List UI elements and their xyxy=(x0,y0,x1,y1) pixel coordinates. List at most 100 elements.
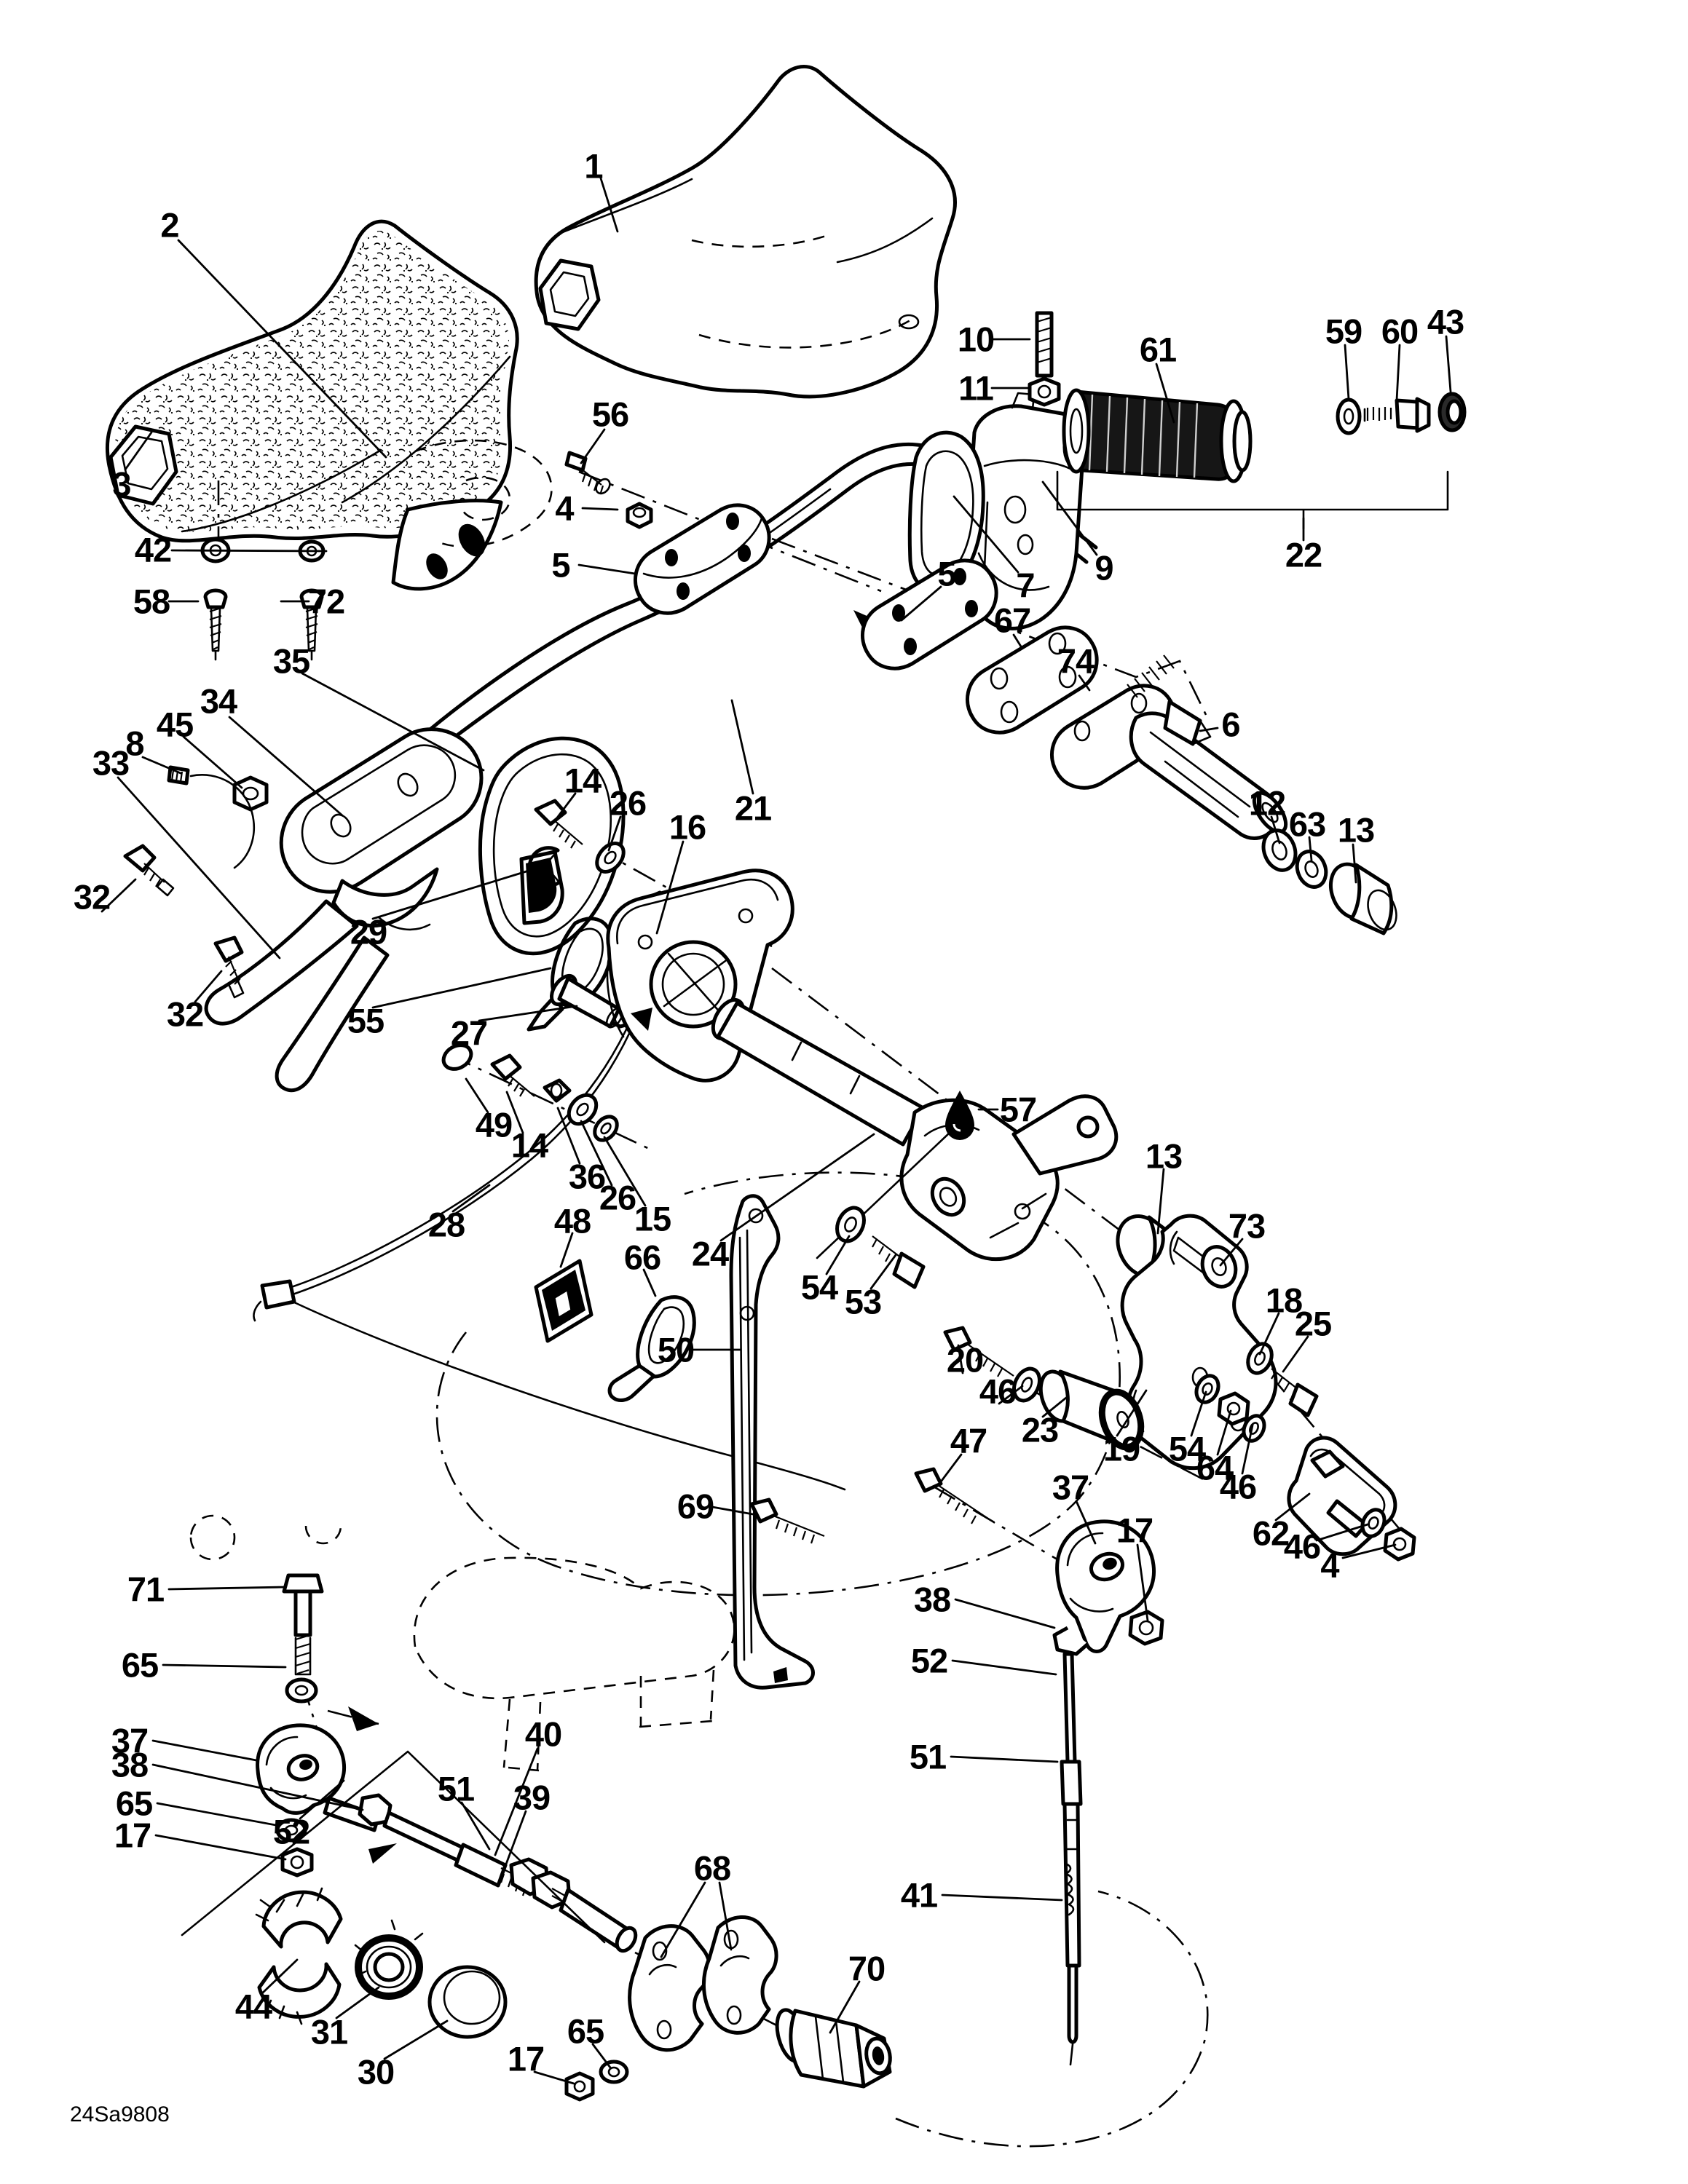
part-label-58: 58 xyxy=(133,582,170,621)
leader-line xyxy=(1075,1500,1097,1545)
part-label-65: 65 xyxy=(115,1784,153,1823)
part-label-65: 65 xyxy=(121,1645,159,1685)
leader-line xyxy=(580,428,606,464)
ball-joint-upper xyxy=(1055,1519,1156,1653)
part-label-33: 33 xyxy=(92,743,130,783)
part-label-26: 26 xyxy=(599,1178,636,1217)
part-label-24: 24 xyxy=(691,1234,729,1273)
leader-line xyxy=(194,970,223,1003)
leader-line xyxy=(556,1107,581,1165)
leader-line xyxy=(1136,1543,1149,1622)
part-label-37: 37 xyxy=(1052,1468,1089,1507)
bracket-nut-row xyxy=(1194,1374,1266,1443)
part-label-44: 44 xyxy=(234,1987,272,2026)
leader-line xyxy=(1315,1523,1369,1542)
grip-stud xyxy=(1035,311,1054,378)
part-label-29: 29 xyxy=(350,912,387,951)
leader-line xyxy=(1156,1168,1165,1235)
leader-line xyxy=(1078,674,1091,692)
leader-line xyxy=(1341,1543,1397,1559)
handlebar-pad-left xyxy=(105,219,553,591)
part-label-32: 32 xyxy=(166,994,204,1034)
leader-line xyxy=(141,756,182,775)
leader-line xyxy=(552,792,577,824)
nut-17-bottom xyxy=(564,2071,595,2102)
leader-line xyxy=(950,1755,1059,1763)
part-label-56: 56 xyxy=(591,395,629,434)
part-label-36: 36 xyxy=(568,1157,606,1196)
leader-line xyxy=(1352,843,1357,884)
leader-line xyxy=(953,495,1019,574)
steering-column xyxy=(711,997,926,1147)
phantom-column xyxy=(189,1514,735,1772)
part-label-41: 41 xyxy=(900,1875,938,1915)
leader-line xyxy=(117,776,281,960)
leader-line xyxy=(559,1232,574,1268)
leader-line xyxy=(261,1958,299,1995)
part-label-51: 51 xyxy=(909,1737,947,1776)
washer-65-upper xyxy=(285,1677,318,1704)
column-fastener-row xyxy=(441,1043,619,1142)
part-label-49: 49 xyxy=(475,1105,513,1144)
e-clip xyxy=(527,846,561,888)
leader-line xyxy=(660,1881,706,1958)
part-label-16: 16 xyxy=(669,807,706,847)
leader-line xyxy=(156,1802,281,1827)
leader-line xyxy=(371,869,530,920)
leader-line xyxy=(951,1659,1057,1676)
bracket-washer-18-bolt-25 xyxy=(1246,1342,1319,1417)
leader-line xyxy=(478,1005,578,1022)
damper-washer-46 xyxy=(1012,1366,1041,1403)
part-label-34: 34 xyxy=(200,681,237,721)
part-label-13: 13 xyxy=(1337,810,1375,850)
part-label-42: 42 xyxy=(134,530,172,569)
leader-line xyxy=(825,1235,851,1275)
part-label-74: 74 xyxy=(1057,641,1095,681)
pad-screw xyxy=(564,451,611,495)
arm-washer-nut xyxy=(1360,1508,1416,1562)
column-plate xyxy=(606,869,794,1083)
leader-line xyxy=(182,735,243,789)
part-label-53: 53 xyxy=(844,1282,882,1321)
part-label-5: 5 xyxy=(551,545,570,585)
leader-line xyxy=(1012,633,1022,648)
clamp-halves-68 xyxy=(628,1915,778,2052)
part-label-13: 13 xyxy=(1145,1136,1183,1176)
leader-line xyxy=(1308,836,1313,862)
part-label-5: 5 xyxy=(937,554,956,593)
leader-line xyxy=(900,585,942,622)
leader-line xyxy=(581,507,619,511)
tie-rod-bolt-47 xyxy=(914,1467,995,1524)
part-label-23: 23 xyxy=(1021,1410,1059,1449)
part-label-67: 67 xyxy=(993,601,1031,640)
tie-rod-vertical xyxy=(1052,1626,1089,2066)
leader-line xyxy=(730,699,754,795)
part-label-15: 15 xyxy=(634,1199,671,1238)
leader-line xyxy=(162,1663,287,1669)
leader-line xyxy=(1219,1238,1244,1267)
grip-cap-nut xyxy=(1437,392,1467,432)
part-label-70: 70 xyxy=(848,1949,886,1988)
leader-line xyxy=(655,840,685,935)
part-label-55: 55 xyxy=(347,1001,384,1040)
diagram-code: 24Sa9808 xyxy=(70,2102,170,2126)
part-label-21: 21 xyxy=(734,788,772,828)
part-label-4: 4 xyxy=(1320,1546,1339,1585)
part-label-69: 69 xyxy=(677,1487,714,1526)
column-support xyxy=(899,1094,1119,1262)
part-label-14: 14 xyxy=(564,761,602,800)
part-label-6: 6 xyxy=(1221,705,1240,744)
part-label-46: 46 xyxy=(1283,1527,1321,1566)
clamp-plate-front xyxy=(626,502,771,615)
part-label-57: 57 xyxy=(999,1090,1037,1129)
part-label-39: 39 xyxy=(513,1778,551,1817)
part-label-71: 71 xyxy=(127,1570,165,1609)
leader-line xyxy=(494,1747,539,1856)
part-label-51: 51 xyxy=(437,1769,475,1808)
leader-line xyxy=(711,1506,754,1516)
part-label-17: 17 xyxy=(114,1816,151,1855)
leader-line xyxy=(1258,1312,1280,1356)
leader-line xyxy=(451,1184,491,1213)
handlebar-grip xyxy=(1062,388,1253,483)
